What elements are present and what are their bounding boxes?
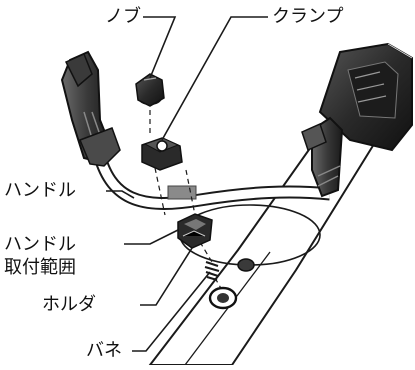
label-handle: ハンドル [4,180,76,201]
clamp-part [141,137,183,171]
leader-clamp [161,16,268,141]
label-handle-range: ハンドル 取付範囲 [4,233,76,279]
label-holder: ホルダ [42,294,96,315]
leader-holder [140,247,193,306]
leader-range [124,229,179,245]
knob-part [135,73,165,107]
handle-bar [91,148,331,210]
right-grip [301,116,344,198]
label-clamp: クランプ [272,6,344,27]
shaft-mount [208,258,255,310]
label-knob: ノブ [105,6,141,27]
label-handle-range-line1: ハンドル [4,234,76,255]
handle-range-mark [167,185,197,200]
leader-knob [143,16,177,79]
holder-part [177,213,213,249]
left-grip [60,50,121,167]
leader-spring [132,271,211,352]
label-handle-range-line2: 取付範囲 [4,257,76,278]
motor-unit [318,42,413,152]
spring-part [204,261,220,281]
label-spring: バネ [86,340,122,361]
leader-handle [106,190,135,199]
leader-lines [106,16,268,352]
